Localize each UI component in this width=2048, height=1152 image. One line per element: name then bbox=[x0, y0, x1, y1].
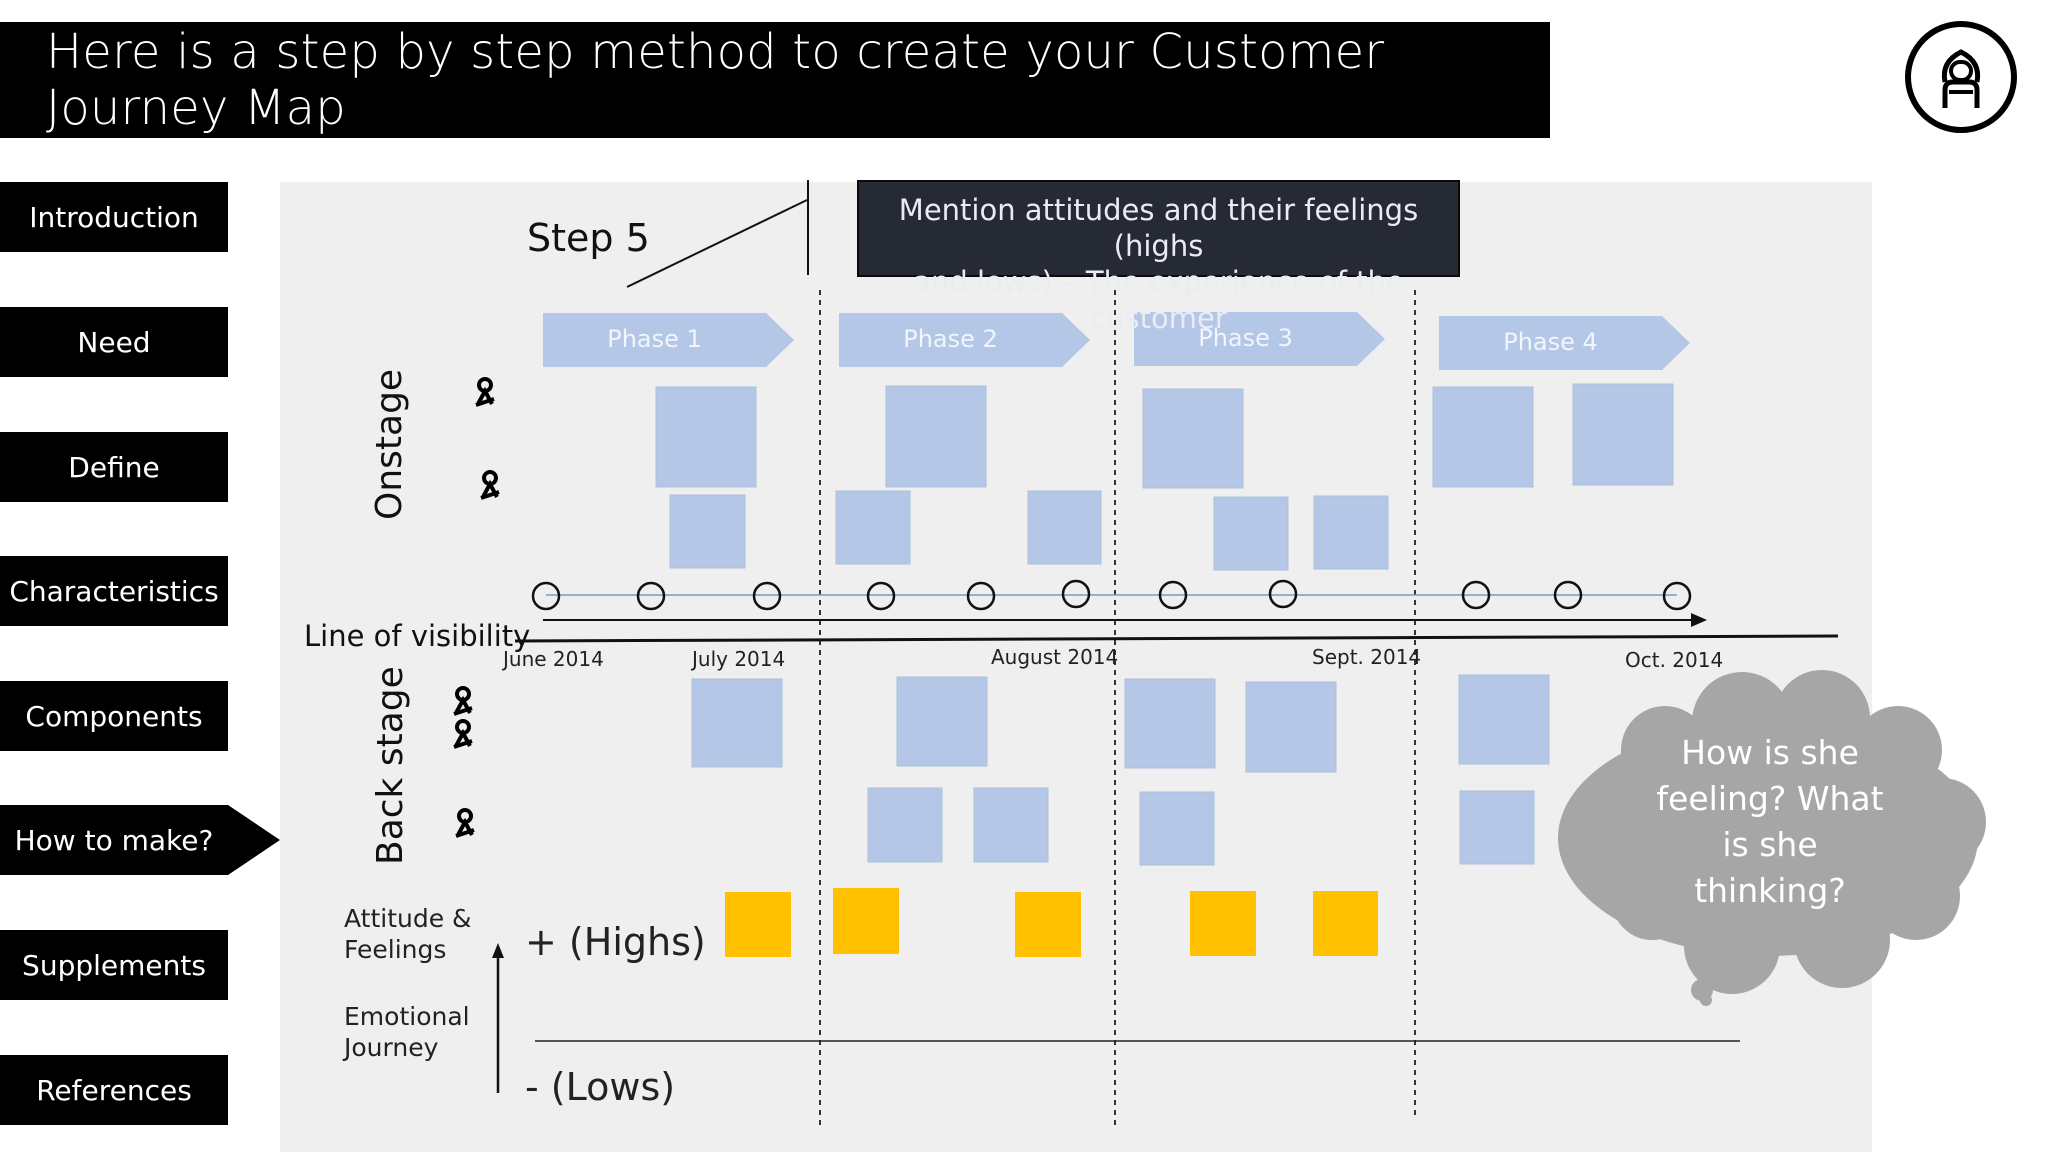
sticky-note bbox=[1432, 386, 1534, 488]
attitude-sticky-note bbox=[725, 892, 791, 957]
sticky-note bbox=[1027, 490, 1102, 565]
phase-label-3: Phase 3 bbox=[1198, 324, 1293, 352]
persona-avatar[interactable] bbox=[1905, 21, 2017, 133]
thought-line-2: feeling? What bbox=[1656, 779, 1884, 818]
page-title: Here is a step by step method to create … bbox=[0, 22, 1550, 138]
timeline-milestone bbox=[1662, 581, 1692, 611]
nav-introduction[interactable]: Introduction bbox=[0, 182, 228, 252]
sticky-note bbox=[885, 385, 987, 488]
sticky-note bbox=[1213, 496, 1289, 571]
lows-label: - (Lows) bbox=[525, 1065, 676, 1109]
date-label-june: June 2014 bbox=[503, 647, 604, 671]
timeline-milestone bbox=[1061, 579, 1091, 609]
sticky-note bbox=[1572, 383, 1674, 486]
sticky-note bbox=[1313, 495, 1389, 570]
attitude-sticky-note bbox=[1313, 891, 1378, 956]
sticky-note bbox=[669, 494, 746, 569]
nav-characteristics[interactable]: Characteristics bbox=[0, 556, 228, 626]
thought-cloud bbox=[1558, 670, 1986, 1006]
journey-label-line-1: Emotional bbox=[344, 1002, 470, 1031]
sticky-note bbox=[973, 787, 1049, 863]
nav-references[interactable]: References bbox=[0, 1055, 228, 1125]
line-of-visibility bbox=[514, 634, 1839, 643]
attitude-sticky-note bbox=[833, 888, 899, 954]
timeline-milestone bbox=[1461, 580, 1491, 610]
timeline-milestone bbox=[966, 581, 996, 611]
phase-label-1: Phase 1 bbox=[607, 325, 702, 353]
attitude-feelings-label: Attitude & Feelings bbox=[344, 903, 472, 965]
active-nav-arrow-icon bbox=[228, 805, 280, 875]
date-label-sept: Sept. 2014 bbox=[1312, 645, 1422, 669]
callout-line-2: and lows) – The experience of the custom… bbox=[913, 265, 1404, 335]
sticky-note bbox=[655, 386, 757, 488]
thought-line-1: How is she bbox=[1681, 733, 1859, 772]
phase-arrow-2 bbox=[839, 313, 1090, 367]
attitude-sticky-note bbox=[1190, 891, 1256, 956]
timeline-milestone bbox=[1158, 580, 1188, 610]
nav-need[interactable]: Need bbox=[0, 307, 228, 377]
sticky-note bbox=[1245, 681, 1337, 773]
sticky-note bbox=[1124, 678, 1216, 769]
date-label-august: August 2014 bbox=[991, 645, 1119, 669]
persona-marker-icon bbox=[453, 377, 500, 838]
journey-label-line-2: Journey bbox=[344, 1033, 439, 1062]
sticky-note bbox=[835, 490, 911, 565]
timeline-milestone bbox=[1268, 579, 1298, 609]
step-title: Step 5 bbox=[527, 216, 650, 260]
attitude-sticky-note bbox=[1015, 892, 1081, 957]
timeline-milestone bbox=[531, 581, 561, 611]
phase-label-2: Phase 2 bbox=[903, 325, 998, 353]
backstage-lane-label: Back stage bbox=[370, 666, 411, 865]
phase-arrow-1 bbox=[543, 313, 794, 367]
timeline-milestone bbox=[1553, 580, 1583, 610]
timeline-milestone bbox=[752, 581, 782, 611]
emotional-journey-label: Emotional Journey bbox=[344, 1001, 470, 1063]
attitude-label-line-1: Attitude & bbox=[344, 904, 472, 933]
attitude-label-line-2: Feelings bbox=[344, 935, 447, 964]
thought-line-4: thinking? bbox=[1694, 871, 1846, 910]
time-arrow-head bbox=[1691, 613, 1707, 627]
step-connector-line bbox=[626, 199, 808, 288]
sticky-note bbox=[896, 676, 988, 767]
phase-arrow-3 bbox=[1134, 312, 1385, 366]
nav-components[interactable]: Components bbox=[0, 681, 228, 751]
sticky-note bbox=[691, 678, 783, 768]
thought-cloud-text: How is she feeling? What is she thinking… bbox=[1620, 730, 1920, 914]
nav-define[interactable]: Define bbox=[0, 432, 228, 502]
highs-label: + (Highs) bbox=[525, 920, 706, 964]
sticky-note bbox=[867, 787, 943, 863]
sticky-note bbox=[1459, 790, 1535, 865]
emotion-axis-arrowhead bbox=[492, 943, 504, 958]
sticky-note bbox=[1139, 791, 1215, 866]
thought-line-3: is she bbox=[1722, 825, 1818, 864]
nav-how-to-make[interactable]: How to make? bbox=[0, 805, 228, 875]
timeline-milestone bbox=[866, 581, 896, 611]
callout-line-1: Mention attitudes and their feelings (hi… bbox=[898, 193, 1419, 263]
woman-persona-icon bbox=[1941, 49, 1981, 108]
step-callout: Mention attitudes and their feelings (hi… bbox=[857, 180, 1460, 335]
timeline-milestone bbox=[636, 581, 666, 611]
date-label-july: July 2014 bbox=[692, 647, 786, 671]
nav-supplements[interactable]: Supplements bbox=[0, 930, 228, 1000]
sticky-note bbox=[1458, 674, 1550, 765]
line-of-visibility-label: Line of visibility bbox=[304, 619, 531, 653]
phase-label-4: Phase 4 bbox=[1503, 328, 1598, 356]
phase-arrow-4 bbox=[1439, 316, 1690, 370]
onstage-lane-label: Onstage bbox=[369, 368, 410, 520]
date-label-oct: Oct. 2014 bbox=[1625, 648, 1724, 672]
sticky-note bbox=[1142, 388, 1244, 489]
